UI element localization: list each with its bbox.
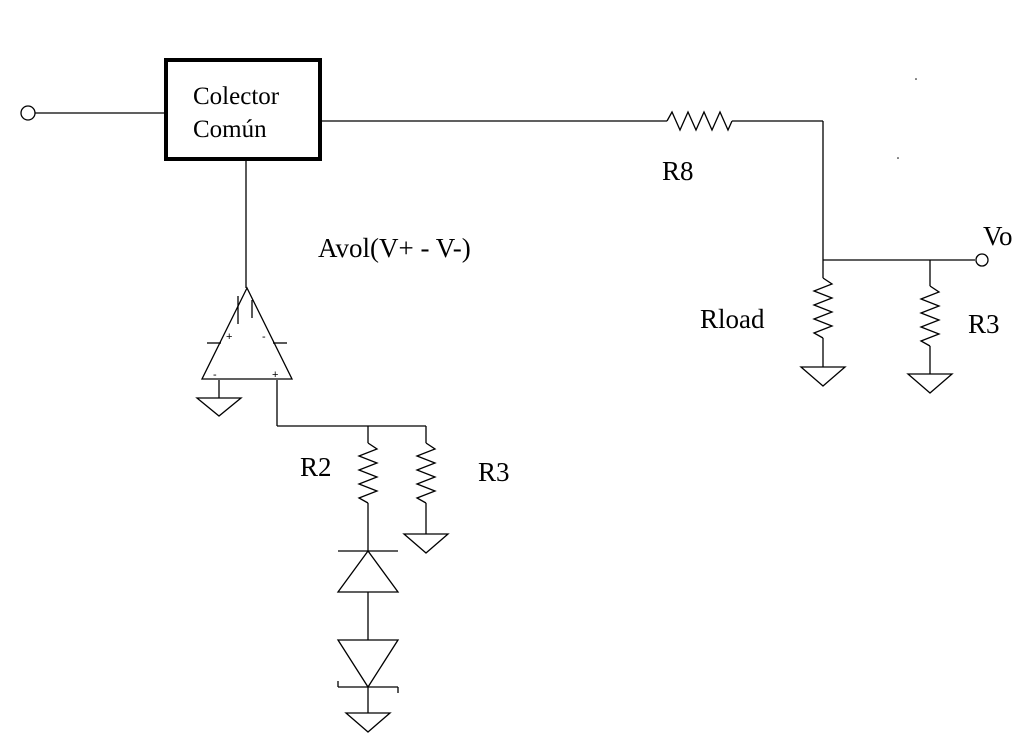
r2-zigzag <box>357 442 379 504</box>
stray-dot <box>897 157 899 159</box>
opamp-plus-pin: + <box>272 369 278 381</box>
r3-input-label: R3 <box>478 457 510 487</box>
opamp-triangle <box>200 286 294 380</box>
rload-label: Rload <box>700 304 765 334</box>
r2-label: R2 <box>300 452 332 482</box>
block-label-line1: Colector <box>193 83 280 110</box>
ground-symbol <box>402 533 450 554</box>
resistor-r3-input <box>402 426 450 554</box>
rload-zigzag <box>812 277 834 339</box>
input-terminal <box>20 105 36 121</box>
block-outline <box>164 58 322 161</box>
common-collector-block: Colector Común <box>164 58 322 161</box>
resistor-rload <box>799 260 847 387</box>
diode-triangle <box>336 549 400 593</box>
resistor-r8 <box>666 110 733 132</box>
gain-label: Avol(V+ - V-) <box>318 233 471 263</box>
stray-dot <box>915 78 917 80</box>
r3-input-zigzag <box>415 442 437 504</box>
diode-triangle <box>336 639 400 689</box>
opamp-plus-inner: + <box>226 331 232 343</box>
r3-output-zigzag <box>919 285 941 347</box>
block-label-line2: Común <box>193 116 267 143</box>
diode-upper <box>336 549 400 640</box>
r3-output-label: R3 <box>968 309 1000 339</box>
resistor-r2 <box>357 426 379 551</box>
resistor-r3-output <box>906 260 954 394</box>
ground-symbol <box>799 366 847 387</box>
r8-label: R8 <box>662 156 694 186</box>
opamp-minus-inner: - <box>262 331 266 343</box>
diode-lower <box>336 639 400 733</box>
ground-symbol <box>344 712 392 733</box>
ground-symbol <box>195 397 243 417</box>
ground-symbol <box>906 373 954 394</box>
vo-terminal <box>975 253 989 267</box>
opamp-minus-pin: - <box>213 369 217 381</box>
vo-label: Vo <box>983 221 1013 251</box>
opamp: + - - + <box>200 286 294 381</box>
